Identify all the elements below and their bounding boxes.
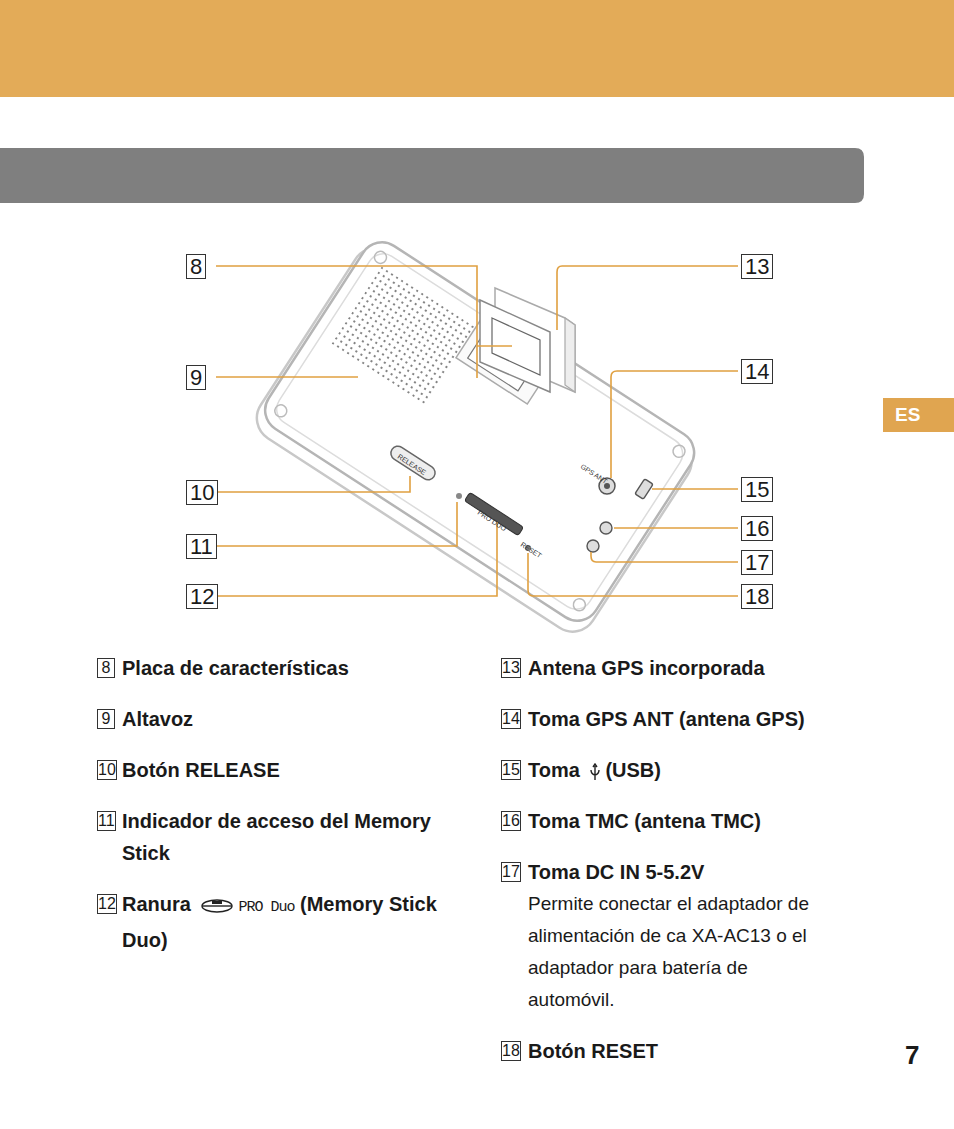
- callout-number: 15: [741, 477, 773, 502]
- item-number: 12: [97, 894, 117, 914]
- callout-number: 14: [741, 359, 773, 384]
- callout-number: 11: [186, 534, 217, 559]
- access-indicator: [456, 493, 462, 499]
- item-number: 14: [501, 709, 521, 729]
- leader-lines: [216, 266, 738, 596]
- item-number: 11: [97, 811, 116, 831]
- callout-number: 16: [741, 516, 773, 541]
- gps-antenna: [480, 288, 575, 392]
- item-title: Toma: [528, 759, 580, 781]
- tmc-jack: [600, 522, 612, 534]
- item-number: 15: [501, 760, 521, 780]
- item-title: Indicador de acceso del Memory Stick: [122, 805, 457, 869]
- item-text: Ranura PRO Duo (Memory Stick Duo): [122, 888, 462, 956]
- item-title: Ranura: [122, 893, 191, 915]
- dc-in-jack: [587, 540, 599, 552]
- item-text: Toma (USB): [528, 754, 828, 786]
- language-code: ES: [883, 398, 954, 432]
- usb-symbol: [589, 763, 601, 781]
- item-number: 10: [97, 760, 117, 780]
- item-title: Placa de características: [122, 652, 349, 684]
- item-title: Botón RELEASE: [122, 754, 280, 786]
- item-number: 17: [501, 862, 521, 882]
- item-title: Botón RESET: [528, 1035, 658, 1067]
- item-title: Toma TMC (antena TMC): [528, 805, 761, 837]
- item-title: Toma GPS ANT (antena GPS): [528, 703, 805, 735]
- callout-number: 10: [186, 480, 218, 505]
- callout-number: 8: [186, 254, 206, 279]
- item-title: Altavoz: [122, 703, 193, 735]
- usb-jack: [635, 479, 653, 500]
- callout-number: 13: [741, 254, 773, 279]
- item-number: 18: [501, 1041, 521, 1061]
- item-title: (USB): [605, 759, 661, 781]
- page-number: 7: [905, 1040, 919, 1070]
- memory-stick-logo: [200, 898, 234, 914]
- release-button: [388, 444, 438, 483]
- item-number: 8: [97, 658, 115, 678]
- item-title: PRO Duo: [238, 899, 294, 916]
- item-description: Permite conectar el adaptador de aliment…: [528, 888, 833, 1016]
- item-title: Antena GPS incorporada: [528, 652, 765, 684]
- item-number: 9: [97, 709, 115, 729]
- item-title: Toma DC IN 5-5.2V: [528, 856, 704, 888]
- header-band: [0, 0, 954, 97]
- callout-number: 9: [186, 365, 206, 390]
- callout-number: 18: [741, 584, 773, 609]
- item-number: 13: [501, 658, 521, 678]
- callout-number: 12: [186, 584, 218, 609]
- section-band: [0, 148, 864, 203]
- callout-number: 17: [741, 550, 773, 575]
- speaker-grille: [332, 267, 476, 405]
- item-number: 16: [501, 811, 521, 831]
- language-tab: ES: [883, 398, 954, 432]
- memory-stick-slot: [464, 492, 523, 535]
